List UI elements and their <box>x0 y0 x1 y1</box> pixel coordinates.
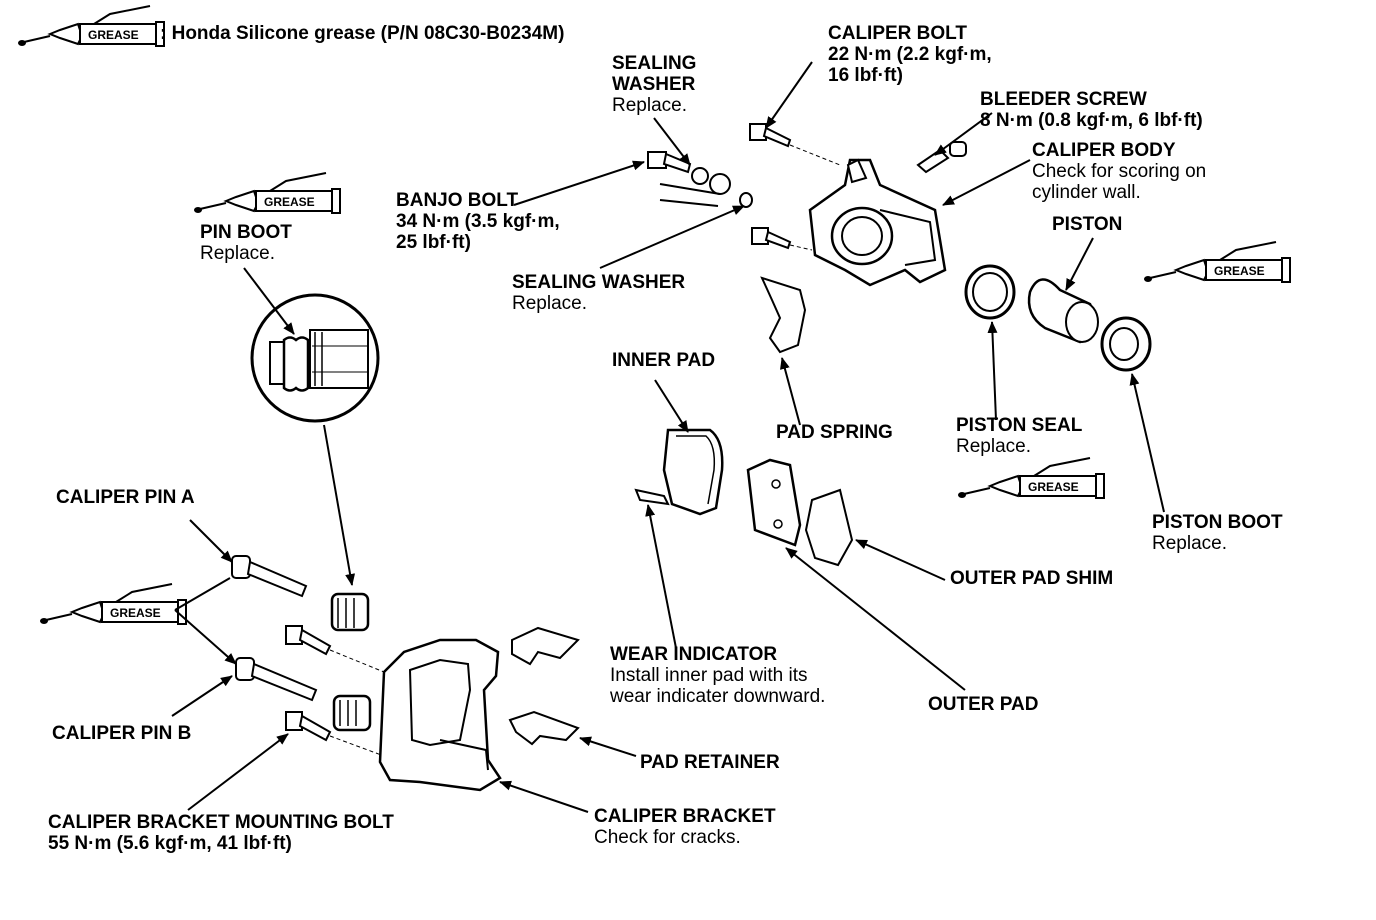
label-bleeder-screw: BLEEDER SCREW 8 N·m (0.8 kgf·m, 6 lbf·ft… <box>980 89 1203 131</box>
pin-boot-part-a <box>330 592 370 632</box>
caliper-bracket-bolt-upper-part <box>285 625 332 656</box>
inner-pad-part <box>634 428 724 516</box>
grease-tube-icon-piston-boot: GREASE <box>1143 241 1291 283</box>
piston-part <box>1027 278 1099 344</box>
svg-text:GREASE: GREASE <box>110 606 161 620</box>
label-piston-seal: PISTON SEAL Replace. <box>956 415 1083 457</box>
label-caliper-bolt: CALIPER BOLT 22 N·m (2.2 kgf·m, 16 lbf·f… <box>828 23 992 86</box>
label-outer-pad-shim: OUTER PAD SHIM <box>950 568 1114 589</box>
svg-text:GREASE: GREASE <box>1214 264 1265 278</box>
label-sealing-washer-bottom: SEALING WASHER Replace. <box>512 272 686 314</box>
leader-arrows <box>171 61 1165 813</box>
legend-text: : Honda Silicone grease (P/N 08C30-B0234… <box>160 23 565 44</box>
piston-boot-part <box>1100 316 1152 372</box>
grease-tube-icon-legend: GREASE <box>17 5 165 47</box>
label-pin-boot: PIN BOOT Replace. <box>200 222 292 264</box>
caliper-body-part <box>808 158 947 287</box>
grease-tube-icon-piston-seal: GREASE <box>957 457 1105 499</box>
label-pad-retainer: PAD RETAINER <box>640 752 780 773</box>
caliper-pin-b-part <box>235 657 318 702</box>
pad-spring-part <box>760 276 807 354</box>
caliper-bolt-lower-part <box>751 227 792 250</box>
label-pad-spring: PAD SPRING <box>776 422 893 443</box>
label-caliper-bracket-mounting-bolt: CALIPER BRACKET MOUNTING BOLT 55 N·m (5.… <box>48 812 394 854</box>
label-sealing-washer-top: SEALING WASHER Replace. <box>612 53 697 116</box>
piston-seal-part <box>964 264 1016 320</box>
banjo-bolt-part <box>647 151 753 208</box>
pad-retainer-upper-part <box>511 626 580 666</box>
label-piston-boot: PISTON BOOT Replace. <box>1152 512 1283 554</box>
label-inner-pad: INNER PAD <box>612 350 716 371</box>
pad-retainer-lower-part <box>508 710 580 746</box>
outer-pad-shim-part <box>804 488 854 567</box>
label-caliper-pin-b: CALIPER PIN B <box>52 723 192 744</box>
caliper-pin-a-part <box>231 555 308 598</box>
caliper-bracket-bolt-lower-part <box>285 711 332 742</box>
bleeder-screw-part <box>916 141 967 174</box>
label-banjo-bolt: BANJO BOLT 34 N·m (3.5 kgf·m, 25 lbf·ft) <box>396 190 560 253</box>
caliper-bracket-part <box>378 638 502 792</box>
pin-boot-detail-circle <box>250 293 380 423</box>
grease-tube-icon-pin-boot: GREASE <box>193 172 341 214</box>
label-outer-pad: OUTER PAD <box>928 694 1039 715</box>
label-caliper-bracket: CALIPER BRACKET Check for cracks. <box>594 806 776 848</box>
label-piston: PISTON <box>1052 214 1123 235</box>
caliper-bolt-part <box>749 123 792 148</box>
svg-text:GREASE: GREASE <box>1028 480 1079 494</box>
outer-pad-part <box>746 458 802 547</box>
label-caliper-body: CALIPER BODY Check for scoring on cylind… <box>1032 140 1207 203</box>
grease-badge: GREASE <box>88 28 139 42</box>
pin-boot-part-b <box>332 694 372 732</box>
label-wear-indicator: WEAR INDICATOR Install inner pad with it… <box>610 644 826 707</box>
svg-text:GREASE: GREASE <box>264 195 315 209</box>
label-caliper-pin-a: CALIPER PIN A <box>56 487 195 508</box>
grease-tube-icon-caliper-pins: GREASE <box>39 583 187 625</box>
